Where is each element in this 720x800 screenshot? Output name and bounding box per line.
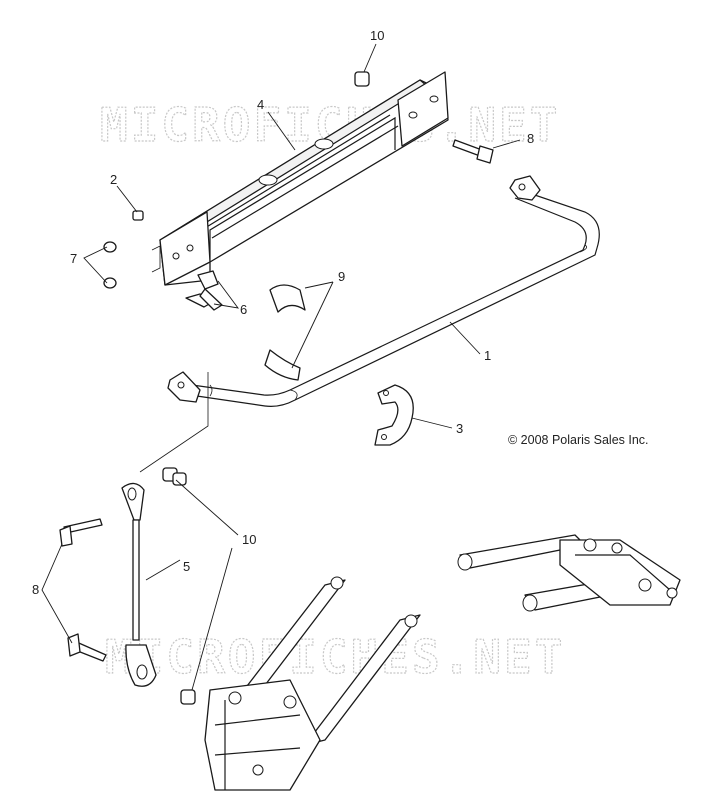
watermark-bottom: MICROFICHES.NET: [105, 630, 565, 684]
small-nut: [132, 210, 144, 221]
callout-4: 4: [257, 97, 264, 112]
bolts-left: [59, 518, 107, 662]
callout-10-mid: 10: [242, 532, 256, 547]
leader-lines: [41, 43, 521, 691]
a-arm-right: [457, 534, 681, 612]
callout-8-left: 8: [32, 582, 39, 597]
flange-nut-top: [354, 71, 370, 87]
callout-2: 2: [110, 172, 117, 187]
pins: [185, 270, 223, 311]
nuts: [103, 241, 117, 289]
link-rod: [121, 482, 157, 687]
bolt-top: [452, 139, 494, 164]
callout-3: 3: [456, 421, 463, 436]
a-arm-lower: [204, 576, 421, 791]
stabilizer-bar: [167, 175, 600, 407]
bar-clamp: [374, 384, 414, 446]
bushings: [264, 284, 306, 381]
callout-6: 6: [240, 302, 247, 317]
mounting-bracket: [151, 71, 449, 286]
callout-8-top: 8: [527, 131, 534, 146]
callout-1: 1: [484, 348, 491, 363]
copyright-text: © 2008 Polaris Sales Inc.: [508, 433, 649, 447]
callout-9: 9: [338, 269, 345, 284]
callout-7: 7: [70, 251, 77, 266]
callout-5: 5: [183, 559, 190, 574]
callout-10-top: 10: [370, 28, 384, 43]
flange-nuts-mid: [162, 467, 196, 705]
